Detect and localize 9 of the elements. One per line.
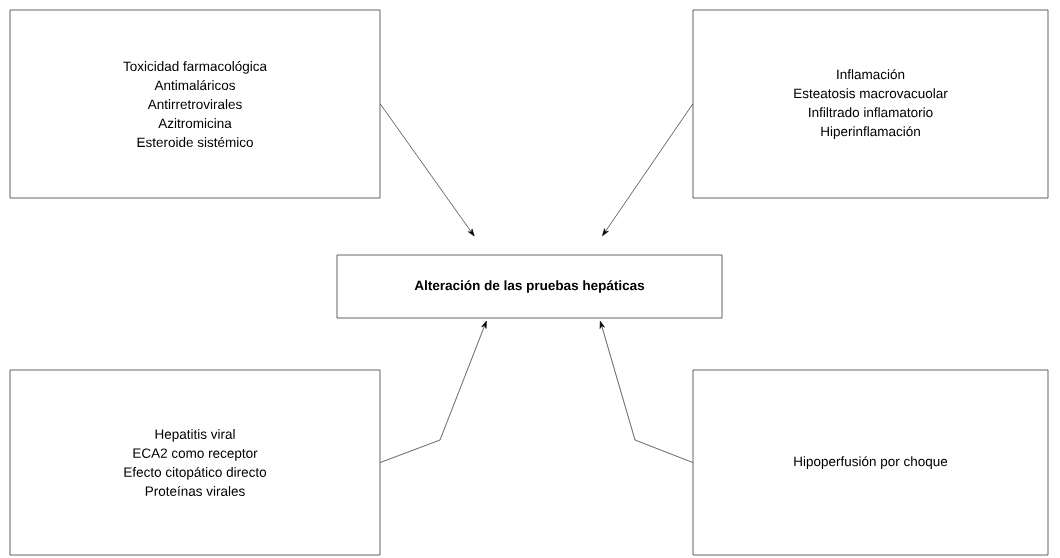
text-box: Hipoperfusión por choque [692,369,1049,556]
text-box: Hepatitis viral ECA2 como receptor Efecto citopático directo Proteínas virales [9,369,381,556]
arrow [380,103,475,237]
text-box: Inflamación Esteatosis macrovacuolar Infiltrado inflamatorio Hiperinflamación [692,9,1049,199]
arrow [599,320,693,463]
arrow [602,103,693,237]
text-box: Toxicidad farmacológica Antimaláricos Antirretrovirales Azitromicina Esteroide sistémico [9,9,381,199]
arrow [380,320,487,463]
text-box: Alteración de las pruebas hepáticas [336,254,723,319]
